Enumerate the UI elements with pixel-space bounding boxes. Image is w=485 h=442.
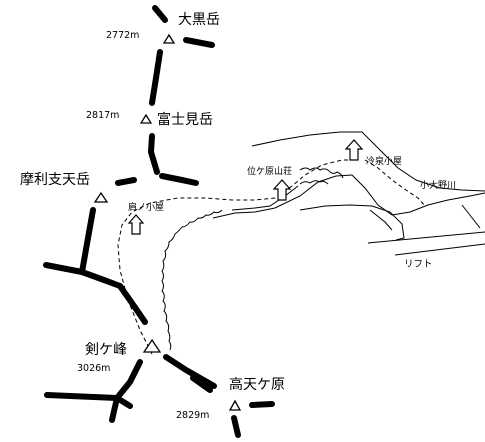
hut-icon (127, 214, 145, 235)
road-lines (212, 131, 485, 256)
lift-label: リフト (404, 259, 433, 270)
road-line (299, 204, 405, 241)
peak-elevation-label: 2817m (86, 110, 119, 121)
peak-daikoku[interactable]: 大黒岳 2772m (106, 12, 220, 44)
peak-elevation-label: 2772m (106, 30, 139, 41)
dashed-trail (117, 159, 426, 355)
dashed-trail-line (364, 159, 426, 207)
road-line (251, 131, 485, 192)
peak-triangle-icon (142, 338, 162, 353)
hut-icon (344, 139, 364, 161)
trail-line (299, 180, 329, 185)
hut-katanokoya[interactable]: 肩ノ小屋 (127, 201, 164, 235)
ridge-segment (190, 375, 213, 393)
ridge-segment (109, 395, 120, 423)
ridge-segment (149, 49, 163, 106)
bumpy-trail (161, 167, 344, 351)
ridge-segment (152, 5, 168, 23)
peak-triangle-icon (228, 399, 242, 411)
ridge-segment (249, 401, 275, 408)
hut-name-label: 位ケ原山荘 (247, 165, 292, 177)
lift-line (394, 243, 485, 256)
road-line (461, 204, 481, 229)
dashed-trail-line (117, 159, 355, 355)
road-line (369, 209, 393, 231)
peak-name-label: 大黒岳 (178, 12, 220, 28)
peak-name-label: 富士見岳 (157, 111, 213, 128)
peak-name-label: 剣ケ峰 (85, 342, 127, 358)
hut-name-label: 冷泉小屋 (366, 155, 402, 167)
trail-line (161, 209, 223, 351)
trail-line (299, 167, 344, 179)
peak-marishiten[interactable]: 摩利支天岳 (20, 171, 109, 203)
ridge-segment (148, 133, 160, 175)
peak-triangle-icon (162, 33, 176, 44)
peak-elevation-label: 3026m (77, 363, 110, 374)
ridge-segment (183, 37, 215, 48)
peak-name-label: 摩利支天岳 (20, 171, 90, 188)
peak-triangle-icon (93, 191, 109, 203)
ridge-segment (79, 207, 96, 275)
peak-tsurugi[interactable]: 剣ケ峰 3026m (77, 338, 162, 374)
ridge-segment (43, 262, 123, 289)
river-label: 小大野川 (420, 179, 456, 191)
hut-kuraigahara[interactable]: 位ケ原山荘 (247, 165, 292, 201)
ridge-segment (115, 177, 137, 186)
lift-line (367, 231, 485, 244)
hut-icon (272, 179, 292, 201)
peak-koutengahara[interactable]: 高天ケ原 2829m (176, 376, 285, 421)
ridge-segment (163, 354, 217, 389)
ridge-lines (43, 5, 275, 438)
peak-elevation-label: 2829m (176, 410, 209, 421)
road-line (212, 174, 485, 219)
peak-triangle-icon (139, 113, 153, 124)
hut-reisen[interactable]: 冷泉小屋 (344, 139, 402, 167)
ridge-segment (159, 173, 199, 186)
hut-name-label: 肩ノ小屋 (128, 201, 164, 213)
ridge-segment (231, 415, 241, 438)
peak-fujimi[interactable]: 富士見岳 2817m (86, 110, 213, 128)
trail-line (231, 185, 299, 211)
ridge-segment (117, 283, 148, 325)
ridge-segment (114, 359, 143, 401)
peak-name-label: 高天ケ原 (229, 376, 285, 393)
